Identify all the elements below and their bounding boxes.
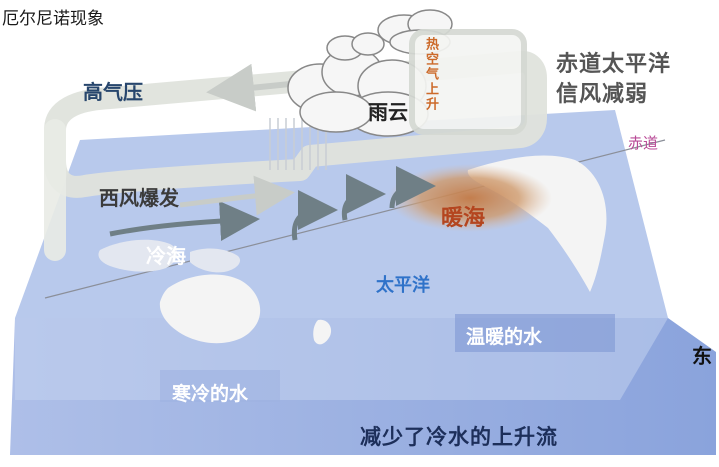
westerly-burst-label: 西风爆发: [99, 186, 179, 210]
trade-wind-label-line2: 信风减弱: [556, 82, 649, 107]
warm-sea-label: 暖海: [441, 206, 486, 231]
ocean-warm-water-band: [455, 314, 615, 352]
new-zealand-land: [313, 319, 332, 345]
westerly-arrow-2: [291, 190, 338, 241]
hot-air-column: [409, 29, 527, 135]
pacific-label: 太平洋: [376, 275, 430, 296]
trade-wind-label-line1: 赤道太平洋: [556, 52, 672, 77]
hot-air-rises-label: 热空气上升: [423, 37, 438, 112]
westerly-arrow-3: [341, 174, 386, 221]
ocean-cold-water-band: [160, 370, 280, 402]
cold-water-label: 寒冷的水: [172, 383, 249, 405]
westerly-arrow-top: [179, 175, 295, 216]
high-pressure-label: 高气压: [83, 80, 143, 104]
australia-land: [159, 274, 261, 344]
westerly-arrow-1: [109, 201, 260, 241]
westerly-arrow-4: [389, 166, 436, 209]
asia-islands-2: [190, 248, 241, 273]
cold-sea-label: 冷海: [146, 244, 186, 268]
page-title: 厄尔尼诺现象: [2, 9, 104, 29]
east-label: 东: [692, 344, 712, 368]
reduced-upwelling-label: 减少了冷水的上升流: [360, 425, 558, 449]
top-left-cloud: [326, 32, 385, 61]
warm-water-label: 温暖的水: [466, 326, 543, 348]
rain-cloud-label: 雨云: [368, 100, 408, 124]
equator-label: 赤道: [628, 134, 659, 152]
asia-islands: [98, 239, 178, 272]
walker-circulation-band: [44, 50, 547, 198]
